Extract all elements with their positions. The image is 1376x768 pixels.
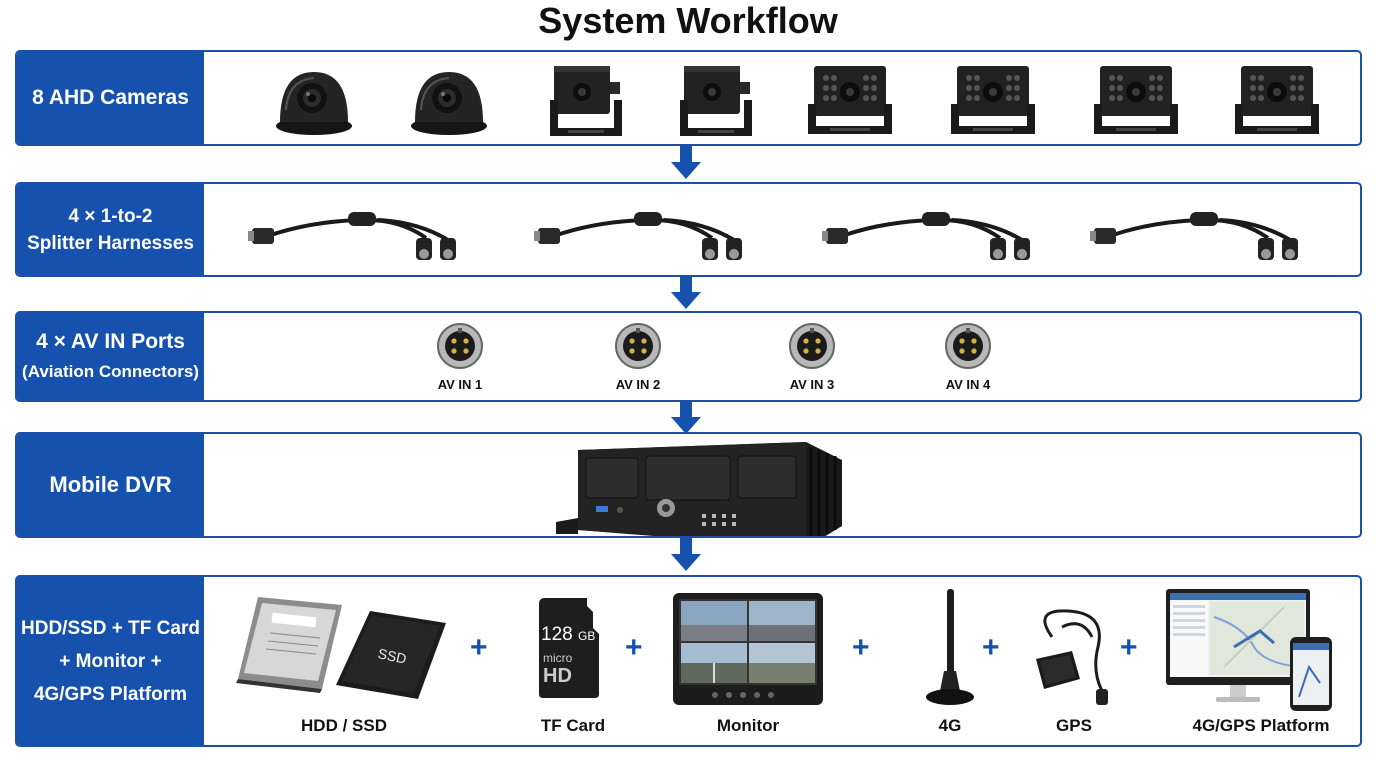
box-camera-icon — [550, 66, 622, 136]
antenna-4g-label: 4G — [938, 716, 962, 735]
splitters-row: 4 × 1-to-2 Splitter Harnesses — [15, 182, 1362, 277]
dome-camera-icon — [276, 72, 352, 135]
outputs-label-line2: + Monitor + — [59, 650, 162, 672]
plus-sign: + — [625, 631, 643, 664]
ssd-icon: SSD — [336, 611, 446, 699]
platform-monitor-icon — [1166, 589, 1332, 711]
down-arrow-icon — [671, 146, 701, 179]
cameras-content — [204, 52, 1360, 144]
ir-camera-icon — [1235, 66, 1319, 134]
av-in-label: AV IN 4 — [945, 377, 991, 392]
cameras-row: 8 AHD Cameras — [15, 50, 1362, 146]
gps-antenna-icon — [1036, 609, 1108, 705]
hdd-icon — [236, 597, 342, 693]
plus-sign: + — [470, 631, 488, 664]
outputs-label-line3: 4G/GPS Platform — [33, 683, 188, 705]
splitters-content — [204, 184, 1360, 275]
av-in-label: AV IN 1 — [437, 377, 483, 392]
ir-camera-icon — [1094, 66, 1178, 134]
splitters-label-line1: 4 × 1-to-2 — [68, 205, 153, 227]
hdd-ssd-label: HDD / SSD — [301, 716, 387, 735]
page-title: System Workflow — [538, 0, 838, 41]
tf-card-brand-line2: HD — [543, 665, 572, 687]
tf-card-label: TF Card — [540, 716, 606, 735]
plus-sign: + — [852, 631, 870, 664]
ports-label-line1: 4 × AV IN Ports — [36, 329, 185, 353]
splitter-harness-icon — [1090, 212, 1298, 260]
ports-content: AV IN 1 AV IN 2 AV IN 3 — [204, 313, 1360, 400]
gps-label: GPS — [1056, 716, 1092, 735]
outputs-label-line1: HDD/SSD + TF Card — [21, 617, 200, 639]
box-camera-icon — [680, 66, 752, 136]
ports-label-line2: (Aviation Connectors) — [22, 361, 199, 381]
av-in-label: AV IN 2 — [615, 377, 661, 392]
plus-sign: + — [1120, 631, 1138, 664]
ir-camera-icon — [808, 66, 892, 134]
tf-card-icon: 128 GB micro HD — [539, 598, 599, 698]
plus-sign: + — [982, 631, 1000, 664]
outputs-row-label: HDD/SSD + TF Card + Monitor + 4G/GPS Pla… — [17, 577, 204, 745]
monitor-label: Monitor — [716, 716, 780, 735]
ir-camera-icon — [951, 66, 1035, 134]
splitters-row-label: 4 × 1-to-2 Splitter Harnesses — [17, 184, 204, 275]
aviation-connector-icon — [437, 323, 483, 369]
tf-card-capacity: 128 — [541, 624, 573, 645]
tf-card-unit: GB — [578, 629, 595, 643]
antenna-4g-icon — [926, 589, 974, 705]
ports-row-label: 4 × AV IN Ports (Aviation Connectors) — [17, 313, 204, 400]
av-in-label: AV IN 3 — [789, 377, 835, 392]
splitter-harness-icon — [248, 212, 456, 260]
dvr-content — [204, 434, 1360, 536]
dome-camera-icon — [411, 72, 487, 135]
ssd-text: SSD — [376, 645, 407, 667]
outputs-row: HDD/SSD + TF Card + Monitor + 4G/GPS Pla… — [15, 575, 1362, 747]
down-arrow-icon — [671, 538, 701, 571]
dvr-row-label: Mobile DVR — [17, 434, 204, 536]
mobile-dvr-icon — [556, 442, 842, 536]
splitters-label-line2: Splitter Harnesses — [27, 232, 194, 254]
cameras-label-text: 8 AHD Cameras — [32, 86, 189, 109]
platform-label: 4G/GPS Platform — [1192, 716, 1330, 735]
tf-card-brand-line1: micro — [543, 651, 573, 665]
cameras-row-label: 8 AHD Cameras — [17, 52, 204, 144]
outputs-content: SSD HDD / SSD + 128 GB micro HD TF Card … — [204, 577, 1360, 745]
splitter-harness-icon — [534, 212, 742, 260]
down-arrow-icon — [671, 276, 701, 309]
aviation-connector-icon — [615, 323, 661, 369]
monitor-icon — [673, 593, 823, 705]
down-arrow-icon — [671, 401, 701, 434]
splitter-harness-icon — [822, 212, 1030, 260]
aviation-connector-icon — [789, 323, 835, 369]
dvr-row: Mobile DVR — [15, 432, 1362, 538]
ports-row: 4 × AV IN Ports (Aviation Connectors) AV… — [15, 311, 1362, 402]
dvr-label-text: Mobile DVR — [49, 472, 172, 497]
aviation-connector-icon — [945, 323, 991, 369]
